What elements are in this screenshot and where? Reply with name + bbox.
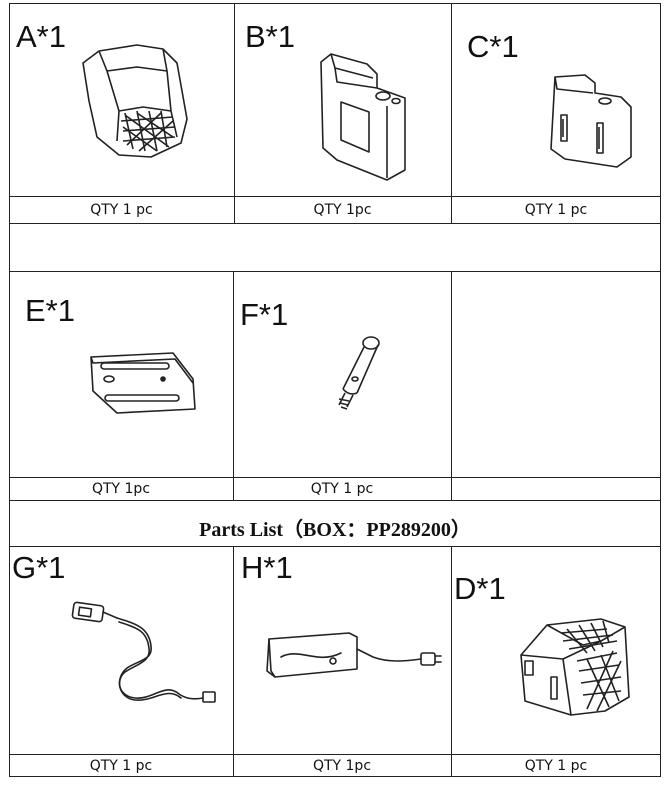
border-left xyxy=(9,3,10,777)
part-label: A*1 xyxy=(16,19,66,54)
part-label: H*1 xyxy=(241,550,293,585)
part-qty: QTY 1pc xyxy=(312,758,372,774)
divider xyxy=(234,3,235,223)
part-label: B*1 xyxy=(245,19,295,54)
part-label: D*1 xyxy=(454,571,506,606)
part-label: C*1 xyxy=(467,29,519,64)
divider xyxy=(9,546,661,547)
divider xyxy=(9,271,661,272)
divider xyxy=(9,754,661,755)
bolt-pin-icon xyxy=(327,333,383,411)
part-qty: QTY 1pc xyxy=(313,202,372,218)
part-label: E*1 xyxy=(25,293,75,328)
page-title: Parts List（BOX：PP289200） xyxy=(199,519,471,541)
divider xyxy=(451,546,452,777)
divider xyxy=(233,546,234,777)
divider xyxy=(451,3,452,223)
part-qty: QTY 1 pc xyxy=(524,202,588,218)
divider xyxy=(451,271,452,500)
part-qty: QTY 1pc xyxy=(91,481,151,497)
part-label: G*1 xyxy=(12,550,66,585)
divider xyxy=(9,223,661,224)
divider xyxy=(9,500,661,501)
divider xyxy=(9,477,661,478)
border-top xyxy=(9,3,661,4)
part-qty: QTY 1 pc xyxy=(524,758,588,774)
part-qty: QTY 1 pc xyxy=(310,481,374,497)
armrest-icon xyxy=(317,48,409,183)
part-qty: QTY 1 pc xyxy=(89,758,153,774)
divider xyxy=(233,271,234,500)
border-bottom xyxy=(9,776,661,777)
part-qty: QTY 1 pc xyxy=(90,202,153,218)
divider xyxy=(9,196,661,197)
bracket-plate-icon xyxy=(87,351,199,415)
parts-list-sheet: A*1 B*1 C*1 E*1 F*1 G*1 H*1 D*1 QTY 1 pc… xyxy=(9,3,661,777)
seat-cushion-icon xyxy=(77,41,192,163)
power-cable-icon xyxy=(69,598,219,710)
power-adapter-icon xyxy=(261,623,445,685)
side-armrest-icon xyxy=(545,71,633,169)
part-label: F*1 xyxy=(240,297,289,332)
seat-base-icon xyxy=(517,611,633,717)
border-right xyxy=(660,3,661,777)
